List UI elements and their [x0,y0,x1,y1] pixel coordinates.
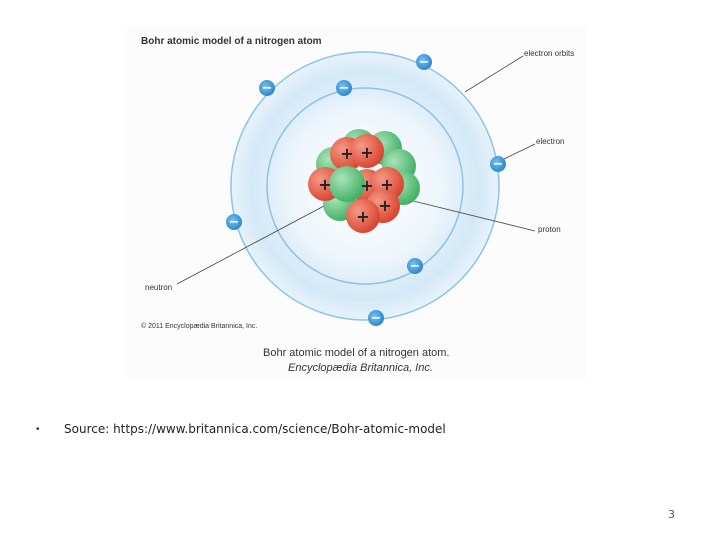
caption-title: Bohr atomic model of a nitrogen atom. [263,347,449,359]
label-proton: proton [538,225,561,234]
copyright-notice: © 2011 Encyclopædia Britannica, Inc. [141,322,257,330]
page-number: 3 [668,508,675,521]
proton-sign: + [340,144,353,163]
electron-sign: − [371,311,382,326]
electron-sign: − [229,215,240,230]
bohr-model-figure: Bohr atomic model of a nitrogen atom + +… [127,26,587,378]
electron-sign: − [419,55,430,70]
electron [368,310,384,326]
proton-sign: + [380,175,393,194]
leader-line-orbits [464,55,524,93]
electron [226,214,242,230]
proton-sign: + [360,143,373,162]
electron-sign: − [262,81,273,96]
electron [336,80,352,96]
leader-line-proton [392,195,536,232]
electron [407,258,423,274]
leader-line-electron [499,143,536,162]
bullet-marker: • [36,424,40,435]
label-electron-orbits: electron orbits [524,49,574,58]
electron-sign: − [339,81,350,96]
electron [416,54,432,70]
label-electron: electron [536,137,564,146]
proton [350,134,384,168]
electron-sign: − [493,157,504,172]
caption-source: Encyclopædia Britannica, Inc. [288,362,433,374]
proton-sign: + [360,176,373,195]
bohr-diagram: Bohr atomic model of a nitrogen atom + +… [141,36,574,374]
nucleus: + + + + + + + [308,129,420,233]
leader-line-neutron [176,197,340,285]
electron-sign: − [410,259,421,274]
electron [259,80,275,96]
figure-title: Bohr atomic model of a nitrogen atom [141,36,322,47]
proton-sign: + [356,207,369,226]
outer-orbit [230,51,500,321]
neutron [329,166,365,202]
inner-orbit [266,87,464,285]
electron [490,156,506,172]
source-text: Source: https://www.britannica.com/scien… [64,422,446,436]
label-neutron: neutron [145,283,172,292]
proton-sign: + [318,175,331,194]
electrons: − − − − − − − [226,54,506,326]
proton [346,199,380,233]
proton-sign: + [378,196,391,215]
